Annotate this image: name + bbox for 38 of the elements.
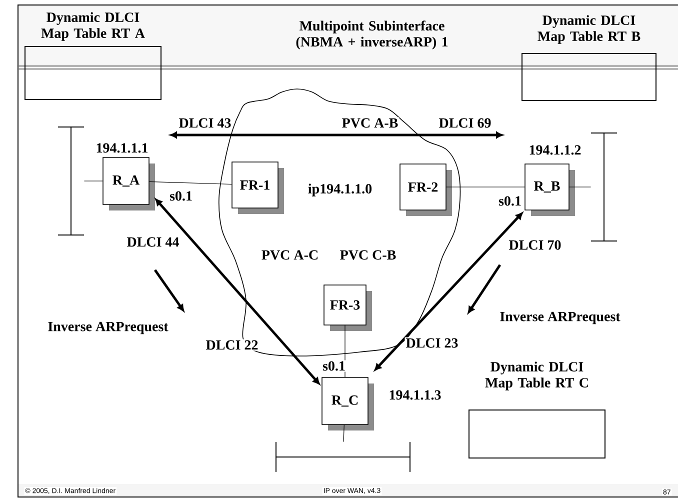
node-label: Dynamic DLCI Map Table RT A	[41, 12, 145, 41]
pvc-label: PVC A-C	[260, 249, 320, 261]
router-box: FR-2	[400, 164, 452, 216]
router-box: R_A	[102, 157, 155, 210]
dlci-label: DLCI 70	[508, 239, 562, 251]
node-caption: 194.1.1.2	[528, 144, 582, 156]
link-line	[446, 186, 525, 188]
lan-segment	[276, 441, 410, 472]
lan-segment	[58, 126, 84, 236]
node-caption: s0.1	[168, 190, 194, 202]
annotation: Inverse ARPrequest	[46, 320, 170, 336]
annotation: Inverse ARPrequest	[498, 310, 622, 326]
router-box: FR-1	[232, 162, 284, 214]
pvc-arrow	[374, 212, 523, 371]
node-caption: s0.1	[498, 195, 522, 207]
node-caption: s0.1	[322, 360, 346, 372]
router-box: FR-3	[324, 284, 372, 331]
map-table-box: Dynamic DLCI Map Table RT A	[24, 12, 162, 100]
link-line	[569, 186, 592, 188]
dlci-label: DLCI 44	[126, 236, 180, 248]
node-label: Dynamic DLCI Map Table RT C	[485, 362, 588, 390]
node-label: Dynamic DLCI Map Table RT B	[538, 15, 640, 44]
router-box: R_C	[322, 377, 374, 430]
link-line	[149, 181, 232, 185]
dlci-label: DLCI 22	[204, 339, 260, 351]
map-table-box: Dynamic DLCI Map Table RT B	[522, 15, 656, 101]
pvc-label: PVC C-B	[338, 249, 398, 261]
node-caption: 194.1.1.3	[388, 389, 442, 401]
pvc-arrow	[155, 198, 320, 384]
link-line	[343, 424, 344, 442]
map-table-box: Dynamic DLCI Map Table RT C	[468, 362, 606, 458]
slide-title: Multipoint Subinterface (NBMA + inverseARP) 1	[296, 20, 448, 50]
router-box: R_B	[524, 164, 575, 216]
lan-segment	[590, 132, 618, 242]
link-line	[84, 180, 103, 182]
pvc-label: PVC A-B	[340, 117, 400, 129]
dlci-label: DLCI 23	[404, 337, 460, 349]
node-caption: 194.1.1.1	[94, 142, 150, 154]
